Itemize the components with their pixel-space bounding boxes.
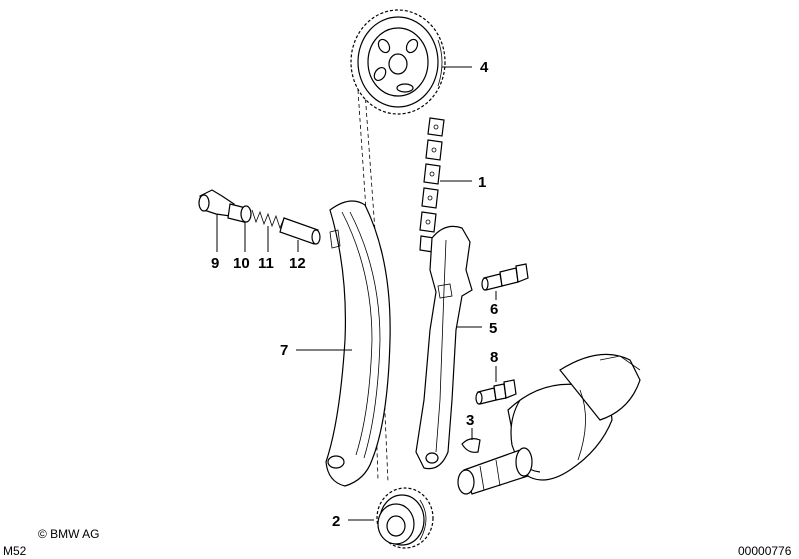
callout-11: 11	[258, 255, 274, 272]
woodruff-key	[461, 438, 481, 453]
tensioner-rail	[325, 200, 391, 487]
crankshaft-sprocket	[376, 487, 434, 549]
callout-5: 5	[489, 320, 497, 337]
stud-bolt-8	[475, 379, 517, 405]
guide-rail	[415, 225, 473, 470]
leader-lines	[216, 66, 497, 521]
callout-9: 9	[211, 255, 219, 272]
crankshaft	[457, 353, 641, 495]
callout-4: 4	[480, 59, 489, 76]
callout-7: 7	[280, 342, 288, 359]
stud-bolt-6	[481, 263, 529, 291]
model-label: M52	[3, 544, 27, 558]
callout-3: 3	[466, 412, 474, 429]
chain-tensioner-assembly	[198, 189, 321, 245]
timing-chain	[419, 117, 445, 253]
callout-8: 8	[490, 349, 498, 366]
callout-1: 1	[478, 174, 486, 191]
callout-10: 10	[233, 255, 250, 272]
camshaft-sprocket	[350, 9, 446, 115]
callout-12: 12	[289, 255, 306, 272]
image-number-label: 00000776	[738, 544, 792, 558]
callout-2: 2	[332, 513, 340, 530]
callout-6: 6	[490, 301, 498, 318]
copyright-label: © BMW AG	[38, 527, 100, 541]
